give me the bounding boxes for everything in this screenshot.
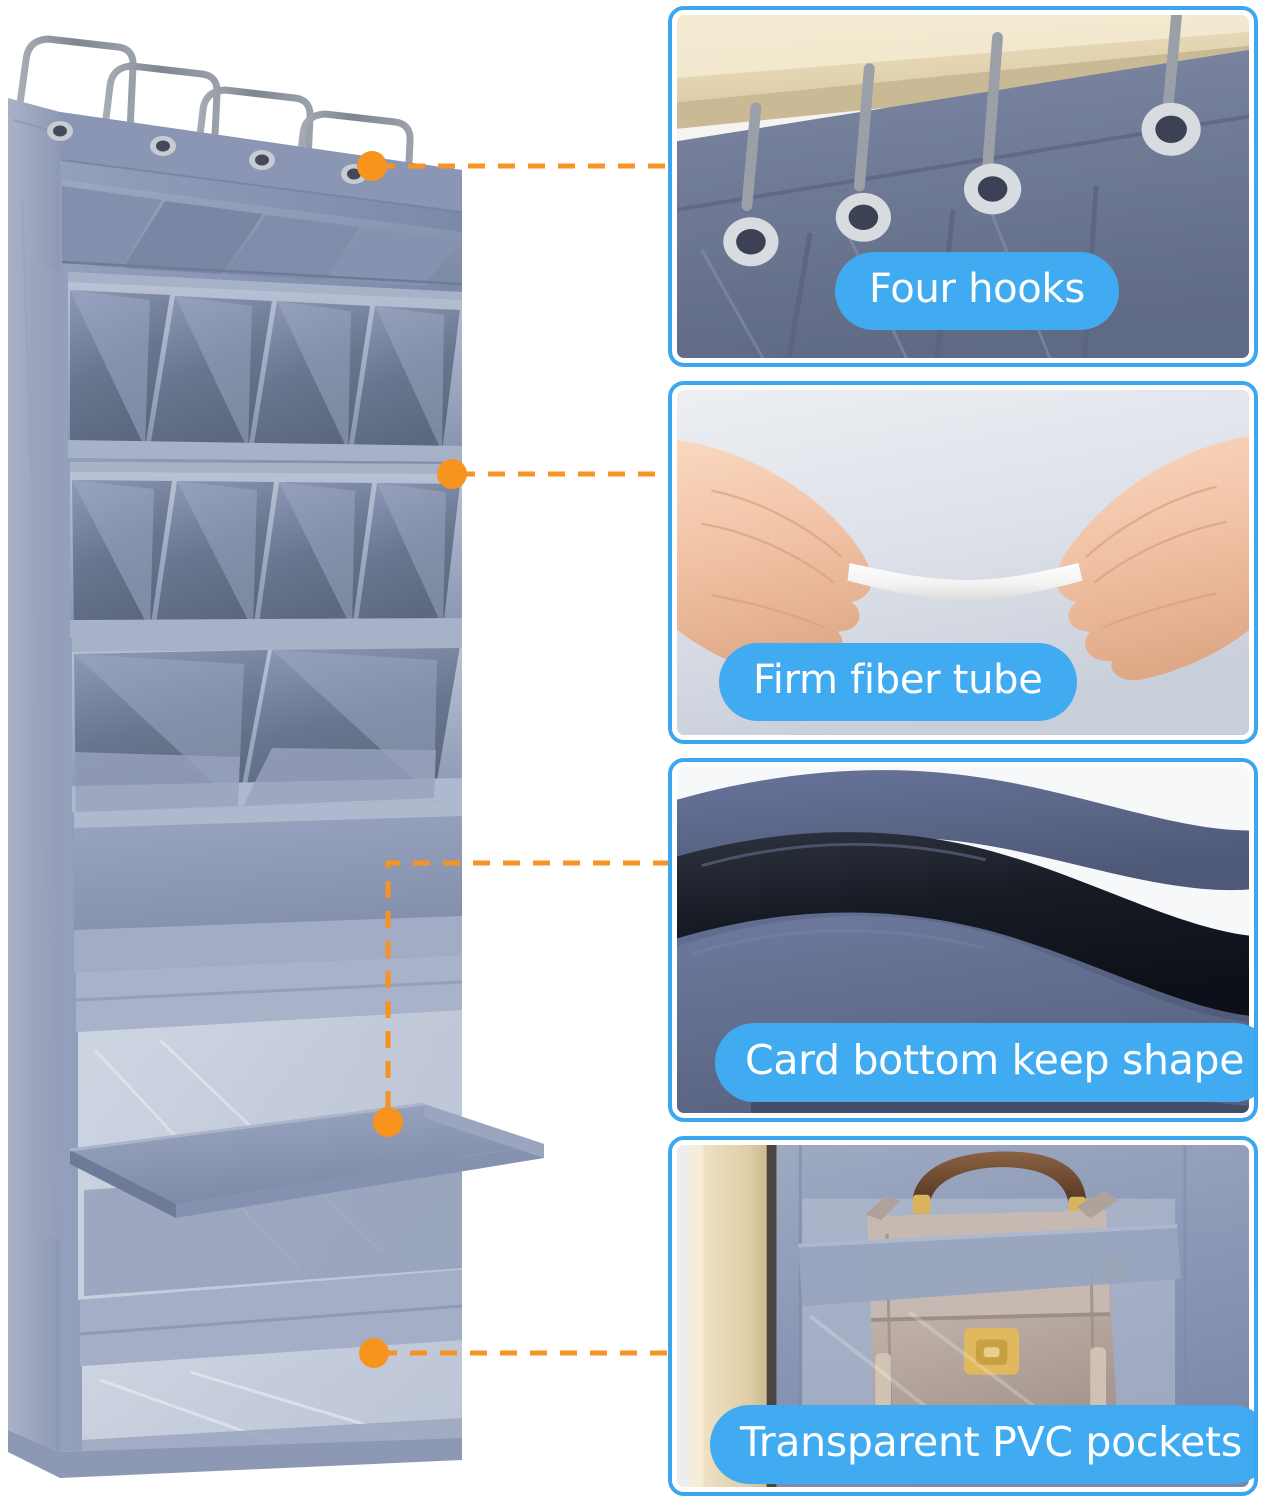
door-hooks — [14, 35, 414, 211]
label-card-bottom-keep-shape: Card bottom keep shape — [715, 1023, 1254, 1102]
feature-panel-card-bottom[interactable]: Card bottom keep shape — [668, 758, 1258, 1122]
pocket-row-1 — [61, 180, 463, 286]
organizer-side-gusset — [8, 98, 60, 1452]
feature-panel-four-hooks[interactable]: Four hooks — [668, 6, 1258, 367]
product-illustration — [8, 35, 544, 1478]
product-photo — [8, 35, 544, 1478]
left-hand — [672, 439, 872, 681]
bottom-pvc-pocket — [79, 1270, 463, 1468]
bag-handle — [912, 1151, 1087, 1203]
grommets — [47, 121, 367, 184]
feature-panel-firm-fiber-tube[interactable]: Firm fiber tube — [668, 381, 1258, 744]
label-four-hooks: Four hooks — [835, 252, 1119, 330]
feature-panel-pvc-pockets[interactable]: Transparent PVC pockets — [668, 1136, 1258, 1496]
right-hand — [1056, 435, 1254, 681]
label-transparent-pvc-pockets: Transparent PVC pockets — [710, 1405, 1254, 1484]
label-firm-fiber-tube: Firm fiber tube — [719, 643, 1077, 721]
card-bottom-flap — [69, 1102, 544, 1218]
pvc-pocket-band — [798, 1226, 1182, 1307]
fiber-tube — [847, 562, 1083, 600]
organizer-base-edge — [8, 1430, 462, 1478]
pocket-row-3 — [70, 462, 462, 638]
pocket-row-4 — [72, 634, 462, 812]
panel-1-photo — [672, 10, 1254, 363]
pocket-row-2 — [68, 272, 462, 462]
pocket-row-5 — [74, 800, 462, 972]
fabric-sheet-top — [672, 770, 1254, 891]
